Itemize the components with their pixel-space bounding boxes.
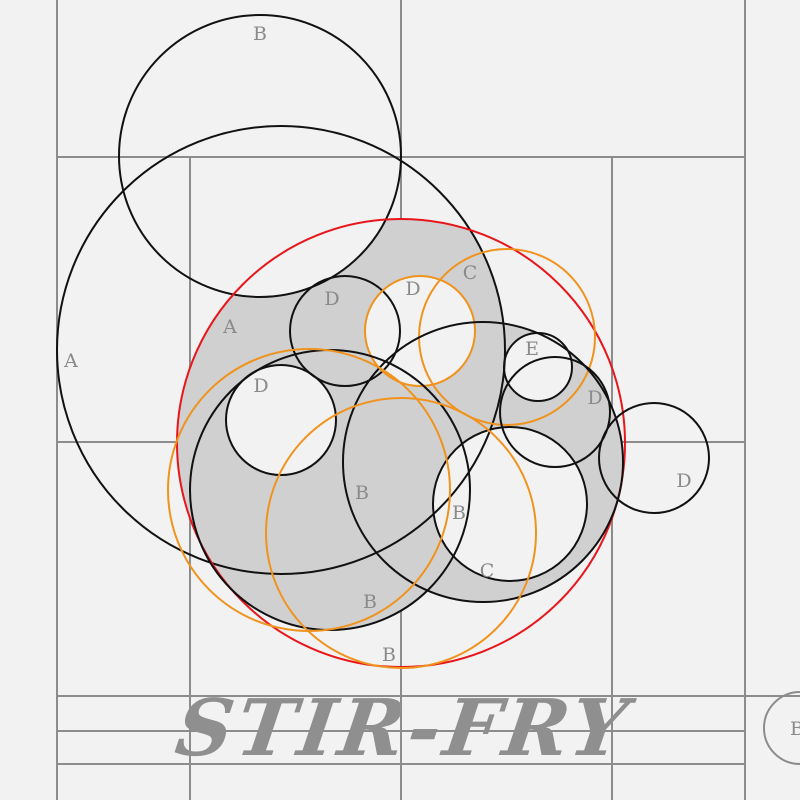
label-e: E: [525, 338, 539, 360]
label-d-far-right: D: [676, 470, 691, 492]
circle-labels: B A A D D C E D D D B B C B B: [63, 23, 691, 666]
construction-circles: [56, 14, 710, 669]
label-c-top: C: [463, 262, 478, 284]
label-a-left: A: [63, 350, 78, 372]
shape-hole-lower: [433, 427, 587, 581]
circle-d-right-inner: [499, 356, 611, 468]
label-b-low: B: [363, 591, 377, 613]
circle-b-right: [342, 321, 624, 603]
label-d-mid: D: [324, 288, 339, 310]
label-d-center: D: [405, 278, 420, 300]
circle-d-mid: [289, 275, 401, 387]
label-c-bottom: C: [480, 560, 495, 582]
circle-b-orange-center: [265, 397, 537, 669]
label-d-right-inner: D: [587, 387, 602, 409]
circle-d-left: [225, 364, 337, 476]
label-b-top: B: [253, 23, 267, 45]
circle-a-large: [56, 125, 506, 575]
wordmark-title: STIR-FRY: [170, 682, 639, 774]
label-b-right: B: [452, 502, 466, 524]
label-d-left: D: [253, 375, 268, 397]
circle-c-bottom: [432, 426, 588, 582]
corner-circle: [763, 691, 800, 765]
shape-hole-upper-right: [504, 333, 572, 401]
shape-hole-left: [226, 365, 336, 475]
logo-shape: [177, 219, 623, 630]
circle-d-far-right: [598, 402, 710, 514]
label-b-center: B: [355, 482, 369, 504]
circle-d-center: [364, 275, 476, 387]
label-b-bottom: B: [382, 644, 396, 666]
circle-b-top: [118, 14, 402, 298]
label-a-inner: A: [222, 316, 237, 338]
label-corner: B: [790, 718, 800, 740]
